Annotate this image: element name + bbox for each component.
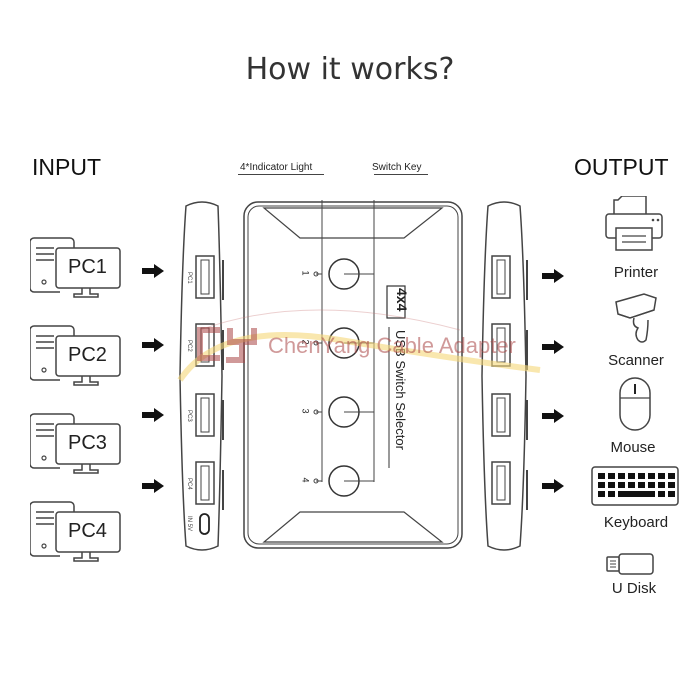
spacebar-key xyxy=(618,491,655,497)
callout-underline xyxy=(374,174,428,175)
switch-key-button[interactable] xyxy=(328,258,374,290)
computer-icon xyxy=(29,237,121,298)
arrow-right-icon xyxy=(542,409,564,423)
pc-label: PC2 xyxy=(68,344,107,366)
device-top-view: 1 2 3 4 4x4 USB Switch Selector xyxy=(242,170,466,555)
key xyxy=(608,482,615,488)
pc-label: PC1 xyxy=(68,256,107,278)
watermark-text: ChenYang Cable Adapter xyxy=(268,333,516,358)
port-label: PC4 xyxy=(186,478,192,490)
pc-item: PC4 xyxy=(29,500,150,567)
usb-port xyxy=(195,323,215,367)
arrow-right-icon xyxy=(542,479,564,493)
usb-port xyxy=(195,393,215,437)
port-label: PC1 xyxy=(186,272,192,284)
usb-port xyxy=(491,393,511,437)
computer-icon xyxy=(29,413,121,474)
usb-c-power-port xyxy=(199,513,210,535)
switch-key-button[interactable] xyxy=(328,465,374,497)
pc-label: PC3 xyxy=(68,432,107,454)
device-output-side xyxy=(478,200,530,557)
channel-number: 4 xyxy=(300,477,311,483)
device-label: Mouse xyxy=(610,439,656,456)
arrow-right-icon xyxy=(142,338,164,352)
arrow-right-icon xyxy=(542,269,564,283)
computer-icon xyxy=(29,325,121,386)
keyboard-icon xyxy=(591,466,679,506)
key xyxy=(608,473,615,479)
key xyxy=(658,473,665,479)
port-label: PC3 xyxy=(186,410,192,422)
key xyxy=(668,473,675,479)
device-input-side: PC1 PC2 PC3 PC4 IN 5V xyxy=(176,200,228,557)
device-label: Scanner xyxy=(608,352,664,369)
usb-port xyxy=(491,255,511,299)
model-badge: 4x4 xyxy=(394,288,410,312)
key xyxy=(598,491,605,497)
arrow-right-icon xyxy=(142,479,164,493)
device-label: Printer xyxy=(613,264,659,281)
key xyxy=(598,482,605,488)
key xyxy=(618,482,625,488)
usb-port xyxy=(195,255,215,299)
key xyxy=(618,473,625,479)
arrow-right-icon xyxy=(142,408,164,422)
key xyxy=(668,482,675,488)
key xyxy=(628,473,635,479)
arrow-right-icon xyxy=(142,264,164,278)
key xyxy=(638,482,645,488)
key xyxy=(648,473,655,479)
scanner-icon xyxy=(615,293,657,343)
callout-underline xyxy=(238,174,324,175)
key xyxy=(658,491,665,497)
key xyxy=(668,491,675,497)
channel-number: 1 xyxy=(300,270,311,276)
page-title: How it works? xyxy=(245,52,455,87)
key xyxy=(608,491,615,497)
key xyxy=(638,473,645,479)
usb-disk-icon xyxy=(606,553,654,575)
switch-key-button[interactable] xyxy=(328,396,374,428)
mouse-icon xyxy=(619,377,651,431)
pc-label: PC4 xyxy=(68,520,107,542)
indicator-light-callout: 4*Indicator Light xyxy=(240,162,313,173)
computer-icon xyxy=(29,501,121,562)
channel-number: 3 xyxy=(300,408,311,414)
key xyxy=(598,473,605,479)
key xyxy=(628,482,635,488)
input-heading: INPUT xyxy=(32,154,101,180)
pc-item: PC2 xyxy=(29,324,150,391)
arrow-right-icon xyxy=(542,340,564,354)
usb-port xyxy=(491,461,511,505)
pc-item: PC1 xyxy=(29,236,150,303)
key xyxy=(658,482,665,488)
pc-item: PC3 xyxy=(29,412,150,479)
usb-port xyxy=(195,461,215,505)
printer-icon xyxy=(605,196,663,251)
key xyxy=(648,482,655,488)
device-label: Keyboard xyxy=(603,514,669,531)
device-label: U Disk xyxy=(611,580,657,597)
port-label: PC2 xyxy=(186,340,192,352)
output-heading: OUTPUT xyxy=(574,154,669,180)
power-port-label: IN 5V xyxy=(186,516,192,532)
switch-key-callout: Switch Key xyxy=(372,162,422,173)
